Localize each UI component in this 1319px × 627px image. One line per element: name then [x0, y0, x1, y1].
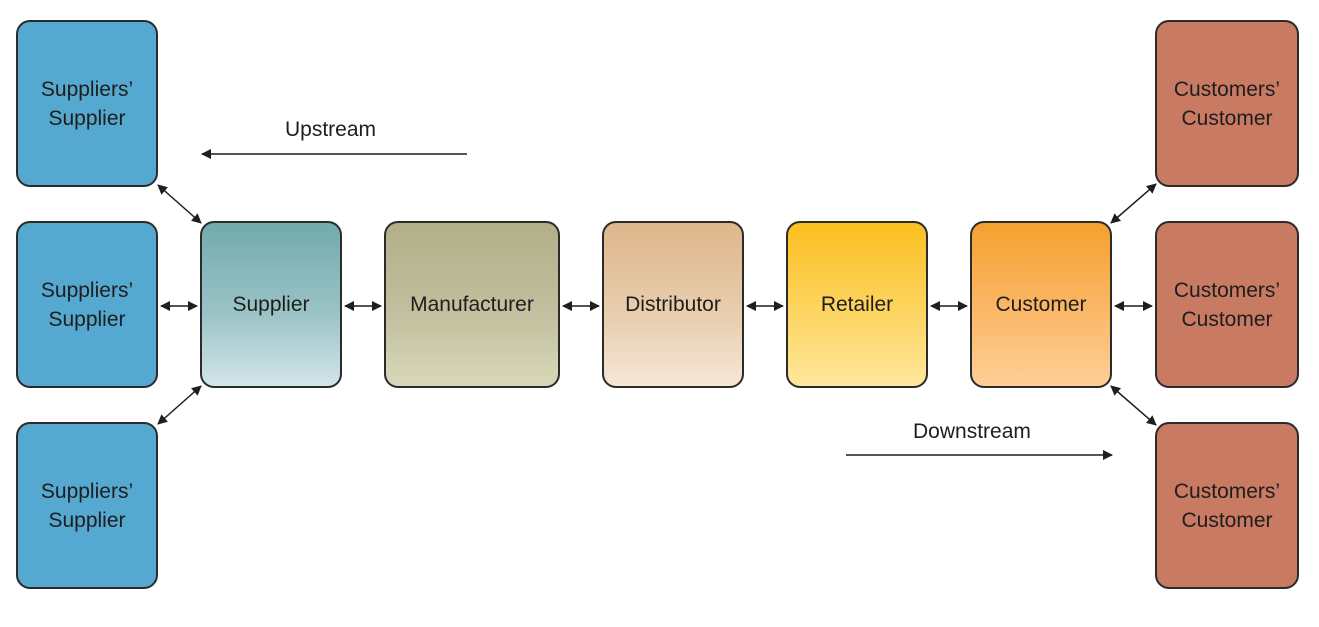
retailer-label: Retailer: [820, 293, 894, 316]
suppliers-supplier-box-3: Suppliers’ Supplier: [16, 422, 158, 589]
customers-customer-box-3: Customers’ Customer: [1155, 422, 1299, 589]
suppliers-supplier-box-1: Suppliers’ Supplier: [16, 20, 158, 187]
customer-label: Customer: [995, 293, 1087, 316]
connector-ss1-supplier: [157, 184, 202, 224]
connector-ss3-supplier: [157, 385, 202, 425]
suppliers-supplier-line2: Supplier: [48, 106, 126, 130]
customers-customer-box-1: Customers’ Customer: [1155, 20, 1299, 187]
retailer-box: Retailer: [786, 221, 928, 388]
customer-box: Customer: [970, 221, 1112, 388]
customers-customer-line1: Customers’: [1173, 77, 1281, 101]
suppliers-supplier-line2: Supplier: [48, 307, 126, 331]
manufacturer-box: Manufacturer: [384, 221, 560, 388]
downstream-label: Downstream: [913, 420, 1031, 443]
suppliers-supplier-line2: Supplier: [48, 508, 126, 532]
manufacturer-label: Manufacturer: [410, 293, 534, 316]
customers-customer-line2: Customer: [1181, 508, 1273, 532]
supplier-label: Supplier: [232, 293, 310, 316]
customers-customer-line1: Customers’: [1173, 479, 1281, 503]
distributor-label: Distributor: [625, 293, 721, 316]
suppliers-supplier-box-2: Suppliers’ Supplier: [16, 221, 158, 388]
customers-customer-line1: Customers’: [1173, 278, 1281, 302]
suppliers-supplier-line1: Suppliers’: [40, 479, 134, 503]
supplier-box: Supplier: [200, 221, 342, 388]
customers-customer-line2: Customer: [1181, 307, 1273, 331]
connector-customer-cc3: [1110, 385, 1157, 426]
customers-customer-box-2: Customers’ Customer: [1155, 221, 1299, 388]
suppliers-supplier-line1: Suppliers’: [40, 278, 134, 302]
connector-customer-cc1: [1110, 183, 1157, 224]
customers-customer-line2: Customer: [1181, 106, 1273, 130]
distributor-box: Distributor: [602, 221, 744, 388]
suppliers-supplier-line1: Suppliers’: [40, 77, 134, 101]
upstream-label: Upstream: [285, 118, 377, 141]
